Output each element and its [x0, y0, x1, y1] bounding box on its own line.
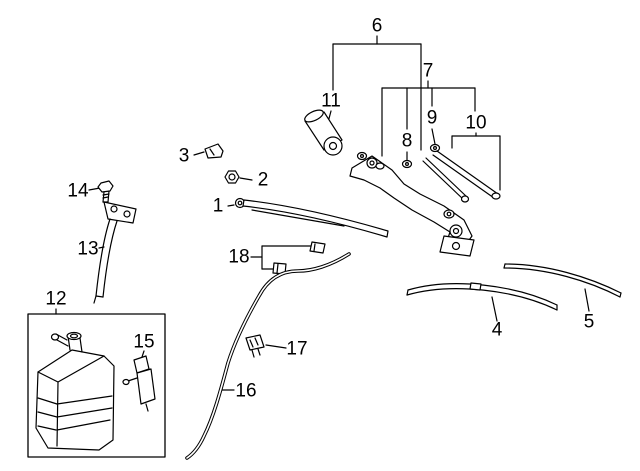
callout-15[interactable]: 15	[133, 331, 155, 353]
washer-hose	[185, 252, 351, 460]
callout-8[interactable]: 8	[401, 130, 413, 152]
callout-16[interactable]: 16	[235, 380, 257, 402]
callout-12[interactable]: 12	[45, 288, 67, 310]
leader-lines	[55, 35, 590, 391]
nut	[224, 170, 240, 184]
callout-11[interactable]: 11	[321, 90, 341, 112]
washer-pump	[122, 355, 156, 412]
callout-7[interactable]: 7	[422, 60, 434, 82]
bolt	[97, 180, 114, 203]
reservoir-group-box	[27, 313, 166, 458]
callout-13[interactable]: 13	[77, 238, 99, 260]
wiper-linkage-frame	[349, 143, 475, 257]
callout-5[interactable]: 5	[583, 311, 595, 333]
callout-9[interactable]: 9	[426, 107, 438, 129]
wiper-blade-2	[503, 263, 622, 298]
wiper-arm-2	[93, 201, 137, 304]
callout-18[interactable]: 18	[228, 246, 250, 268]
wiper-motor	[304, 109, 343, 156]
callout-17[interactable]: 17	[286, 338, 308, 360]
callout-10[interactable]: 10	[465, 112, 487, 134]
pivot-cap	[204, 143, 224, 159]
callout-1[interactable]: 1	[212, 195, 224, 217]
callout-4[interactable]: 4	[491, 319, 503, 341]
clip	[245, 334, 265, 358]
callout-2[interactable]: 2	[257, 169, 269, 191]
linkage-rods	[422, 150, 501, 203]
wiper-blade-1	[406, 282, 558, 311]
callout-14[interactable]: 14	[67, 180, 89, 202]
hose-clips	[272, 241, 326, 275]
callout-3[interactable]: 3	[178, 145, 190, 167]
washer-reservoir	[35, 331, 115, 451]
callout-6[interactable]: 6	[371, 15, 383, 37]
wiper-arm	[234, 197, 389, 238]
